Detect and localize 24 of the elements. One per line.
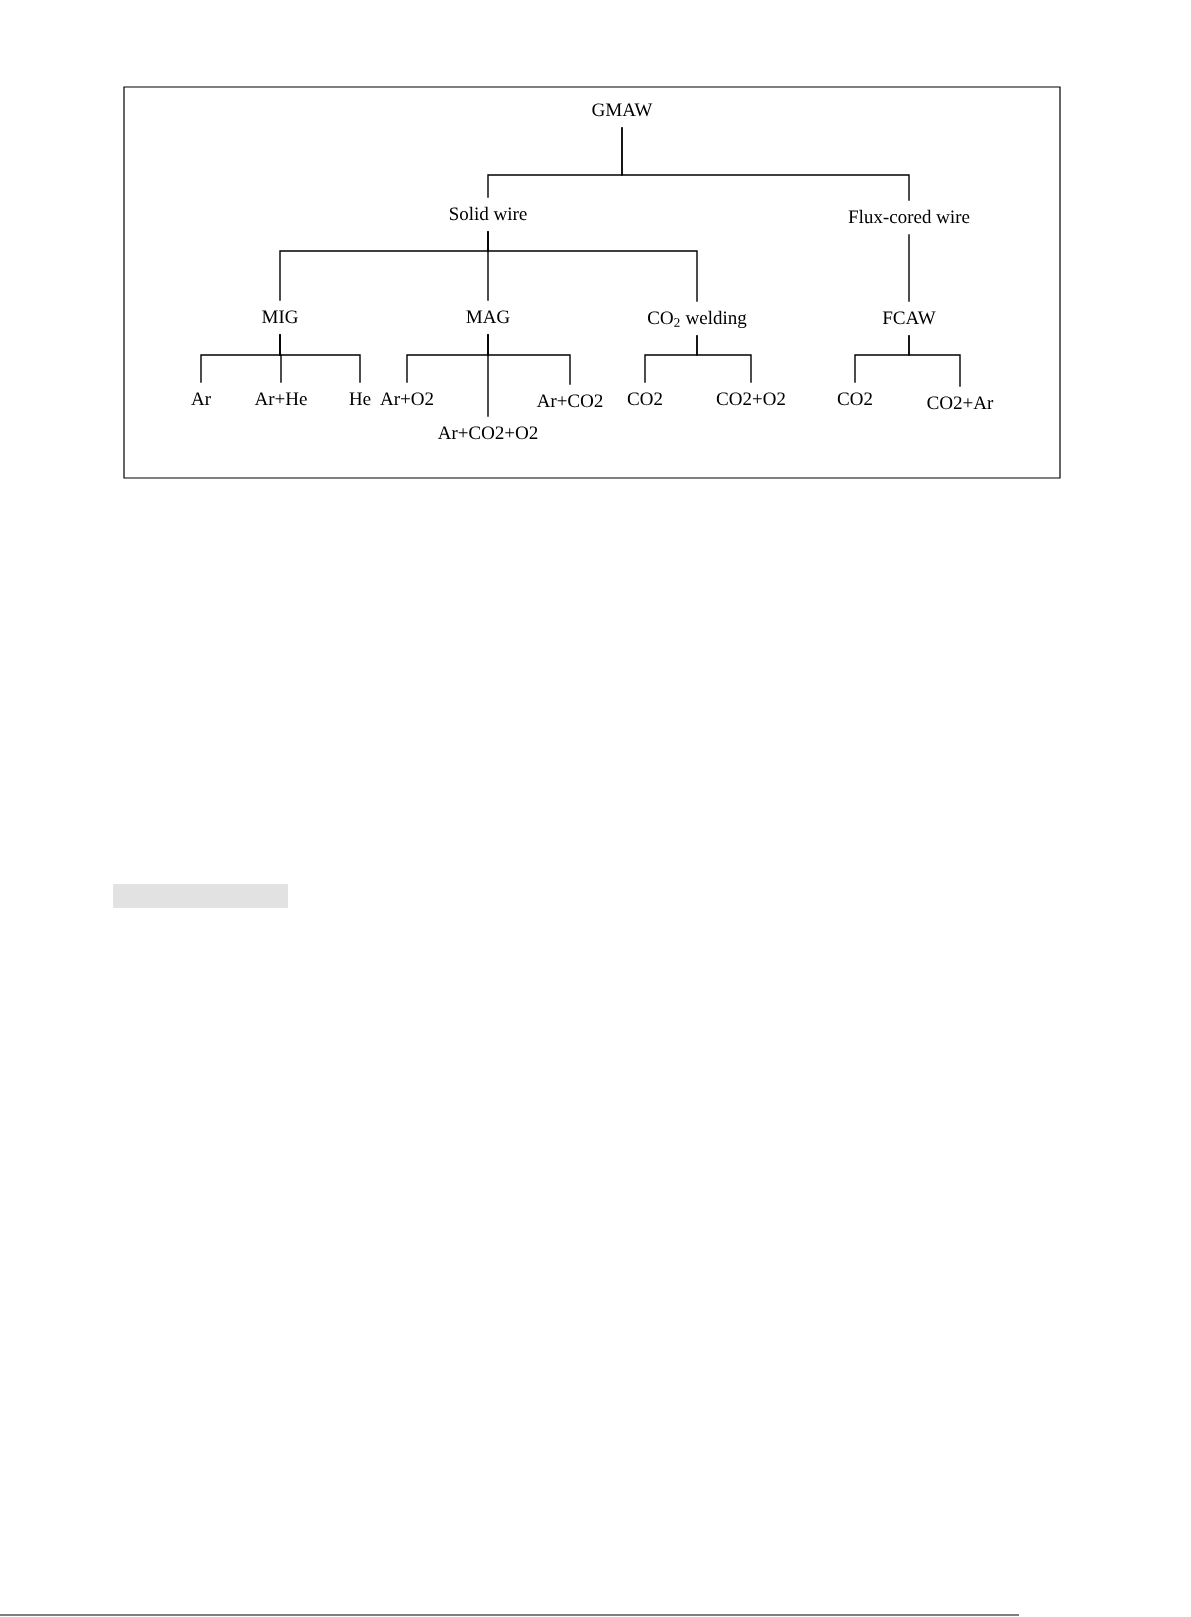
gas-label: Ar+CO2 xyxy=(536,394,603,408)
tree-connector xyxy=(279,333,361,384)
gas-label: He xyxy=(349,392,371,406)
tree-connector xyxy=(908,233,910,303)
gas-label: Ar+O2 xyxy=(380,392,433,406)
category-label: GMAW xyxy=(592,103,653,117)
category-label: Flux-cored wire xyxy=(848,209,970,224)
tree-connector xyxy=(696,334,752,384)
category-label: FCAW xyxy=(882,311,936,325)
gas-label: CO2 xyxy=(837,392,872,406)
tree-connector xyxy=(487,333,571,386)
category-label: Solid wire xyxy=(449,206,527,221)
category-label: MIG xyxy=(262,310,298,324)
gas-label: CO2+Ar xyxy=(927,396,994,410)
tree-connector xyxy=(487,230,698,303)
tree-connector xyxy=(621,126,910,202)
tree-connector xyxy=(908,334,961,388)
gas-label: Ar xyxy=(191,392,211,405)
gas-label: Ar+CO2+O2 xyxy=(437,426,538,440)
gas-label: CO2 xyxy=(627,392,662,406)
category-label: MAG xyxy=(466,310,510,324)
gas-label: Ar+He xyxy=(254,392,307,406)
gas-label: CO2+O2 xyxy=(716,392,785,406)
category-label: CO$_{2}$ welding xyxy=(648,310,747,329)
